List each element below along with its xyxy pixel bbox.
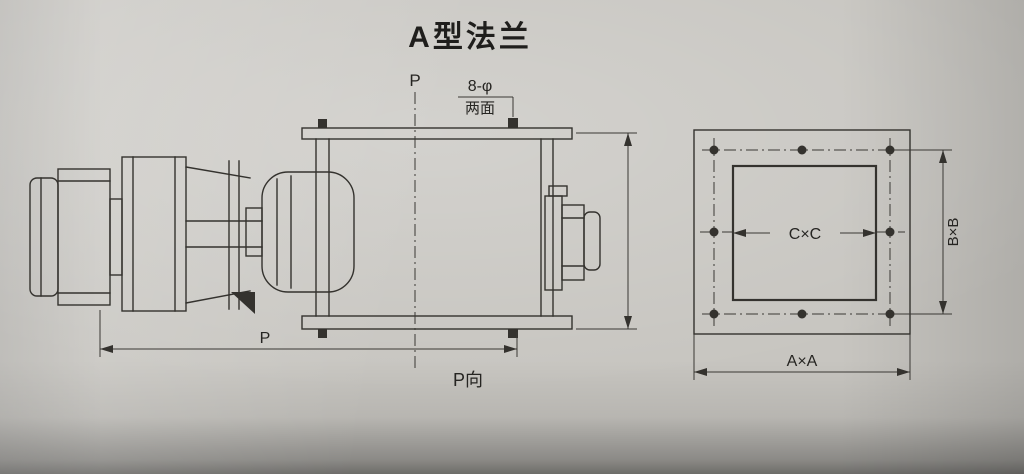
right-housing: [561, 204, 585, 281]
arrowhead: [939, 150, 947, 163]
drawing-title: A型法兰: [408, 21, 532, 54]
bolt-hole: [709, 309, 719, 319]
bolt-hole: [885, 309, 895, 319]
bolt-hole: [797, 309, 807, 319]
outer-dim-label: A×A: [787, 353, 818, 370]
bolt-hole: [885, 227, 895, 237]
width-dimension: P: [99, 310, 518, 357]
arrowhead: [694, 368, 707, 376]
centerline-label: P: [409, 71, 420, 90]
bottom-flange: [301, 315, 573, 330]
bolt-hole: [797, 145, 807, 155]
motor-end-cap: [29, 177, 59, 297]
bolt-hole: [709, 145, 719, 155]
flange-view: C×C B×B A×A: [693, 129, 962, 380]
arrowhead: [939, 301, 947, 314]
arrowhead: [863, 229, 876, 237]
view-direction-label: P向: [453, 370, 483, 390]
bolt-hole: [885, 145, 895, 155]
arrowhead: [624, 316, 632, 329]
outer-dimension: A×A: [693, 334, 911, 380]
flange-bolt: [318, 119, 327, 128]
opening-dimension: C×C: [733, 226, 876, 243]
gusset: [231, 292, 255, 314]
flange-outer-square: [693, 129, 911, 335]
bolt-spacing-dim-label: B×B: [945, 218, 962, 247]
side-view-annotations: P 8-φ 两面 P P向: [99, 71, 637, 390]
flange-bolt: [508, 118, 518, 128]
side-view-outline: [29, 118, 601, 338]
bolt-callout-note: 两面: [465, 100, 495, 117]
top-flange: [301, 127, 573, 140]
width-dim-label: P: [260, 330, 271, 347]
right-end-cap: [583, 211, 601, 271]
bolt-callout-label: 8-φ: [468, 78, 493, 95]
flange-bolt: [508, 329, 518, 338]
bearing-housing: [261, 171, 355, 293]
arrowhead: [504, 345, 517, 353]
motor-body: [57, 168, 111, 306]
arrowhead: [100, 345, 113, 353]
bolt-hole: [709, 227, 719, 237]
bolt-spacing-dimension: B×B: [896, 149, 962, 315]
arrowhead: [624, 133, 632, 146]
height-dimension: [576, 132, 637, 330]
arrowhead: [733, 229, 746, 237]
gearbox-plate: [121, 156, 187, 312]
flange-bolt: [318, 329, 327, 338]
arrowhead: [897, 368, 910, 376]
opening-dim-label: C×C: [789, 226, 821, 243]
